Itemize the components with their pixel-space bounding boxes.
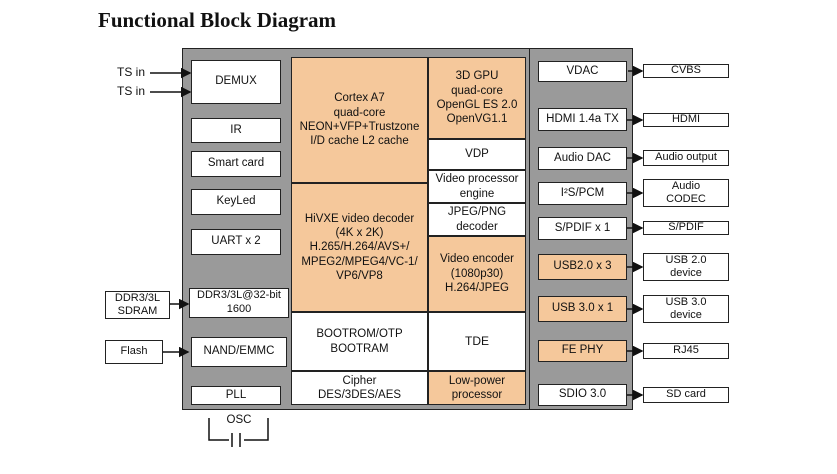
jpeg-png-decoder-block: JPEG/PNG decoder [428, 203, 526, 236]
cpu-cortex-a7-block: Cortex A7 quad-core NEON+VFP+Trustzone I… [291, 57, 428, 183]
vdp-block: VDP [428, 139, 526, 170]
rj45-external: RJ45 [643, 343, 729, 359]
flash-external: Flash [105, 340, 163, 364]
fe-phy-block: FE PHY [538, 340, 627, 362]
uart-block: UART x 2 [191, 229, 281, 255]
keyled-block: KeyLed [191, 189, 281, 215]
cipher-block: Cipher DES/3DES/AES [291, 371, 428, 405]
diagram-title: Functional Block Diagram [98, 8, 337, 32]
video-encoder-block: Video encoder (1080p30) H.264/JPEG [428, 236, 526, 312]
ts-in-label-2: TS in [117, 84, 146, 98]
audio-dac-block: Audio DAC [538, 147, 627, 170]
usb2-block: USB2.0 x 3 [538, 254, 627, 280]
audio-output-external: Audio output [643, 150, 729, 166]
demux-block: DEMUX [191, 60, 281, 104]
sd-card-external: SD card [643, 387, 729, 403]
usb3-device-external: USB 3.0 device [643, 295, 729, 323]
tde-block: TDE [428, 312, 526, 371]
ddr-controller-block: DDR3/3L@32-bit 1600 [189, 288, 289, 318]
low-power-processor-block: Low-power processor [428, 371, 526, 405]
smart-card-block: Smart card [191, 151, 281, 177]
cvbs-external: CVBS [643, 64, 729, 78]
spdif-external: S/PDIF [643, 221, 729, 235]
spdif-block: S/PDIF x 1 [538, 217, 627, 240]
video-processor-engine-block: Video processor engine [428, 170, 526, 203]
usb3-block: USB 3.0 x 1 [538, 296, 627, 322]
gpu-block: 3D GPU quad-core OpenGL ES 2.0 OpenVG1.1 [428, 57, 526, 139]
hivxe-video-decoder-block: HiVXE video decoder (4K x 2K) H.265/H.26… [291, 183, 428, 312]
nand-emmc-block: NAND/EMMC [191, 337, 287, 367]
sdio-block: SDIO 3.0 [538, 384, 627, 406]
usb2-device-external: USB 2.0 device [643, 253, 729, 281]
vdac-block: VDAC [538, 61, 627, 82]
i2s-pcm-block: I²S/PCM [538, 182, 627, 205]
bootrom-block: BOOTROM/OTP BOOTRAM [291, 312, 428, 371]
hdmi-tx-block: HDMI 1.4a TX [538, 108, 627, 131]
ir-block: IR [191, 118, 281, 143]
ts-in-label-1: TS in [117, 65, 146, 79]
pll-block: PLL [191, 386, 281, 405]
audio-codec-external: Audio CODEC [643, 179, 729, 207]
osc-label: OSC [226, 414, 252, 427]
sdram-external: DDR3/3L SDRAM [105, 291, 170, 319]
hdmi-external: HDMI [643, 113, 729, 127]
